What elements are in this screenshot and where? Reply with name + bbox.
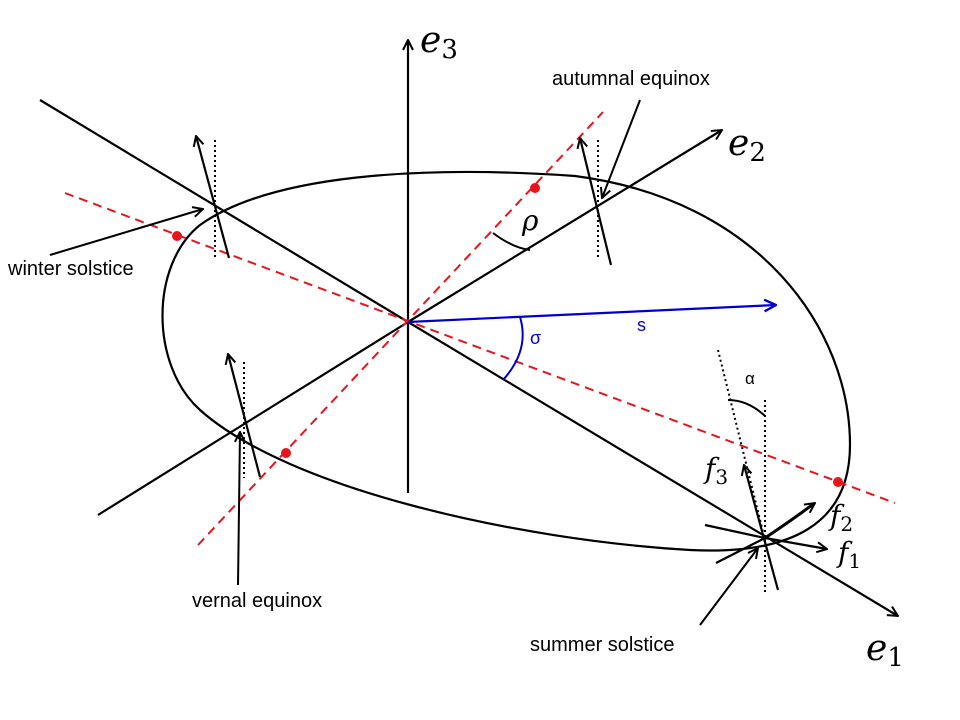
autumnal-equinox-label: autumnal equinox (552, 68, 710, 90)
pointer-summer (699, 548, 758, 626)
f1-label: f1 (836, 536, 861, 573)
winter-point (172, 231, 182, 241)
e2-axis-back (97, 321, 409, 516)
pointer-winter (49, 209, 203, 256)
summer-point (833, 477, 843, 487)
winter-solstice-label: winter solstice (7, 258, 134, 280)
vernal-point (281, 448, 291, 458)
dashed-line-solstice (64, 192, 896, 504)
vernal-equinox-label: vernal equinox (192, 590, 322, 612)
f2-label: f2 (828, 499, 853, 536)
e2-label: e2 (728, 123, 766, 168)
rho-label: ρ (521, 204, 539, 237)
autumnal-equinox-earth (580, 138, 613, 266)
orbit-ellipse (161, 170, 852, 552)
winter-solstice-earth (196, 136, 231, 259)
s-vector (407, 305, 776, 324)
pointer-vernal (238, 432, 240, 586)
perihelion-point (530, 183, 540, 193)
e3-label: e3 (420, 20, 458, 65)
rho-arc (492, 232, 531, 251)
dashed-line-equinox (197, 111, 604, 546)
e1-axis-back (39, 99, 409, 323)
f3-label: f3 (703, 452, 728, 489)
summer-solstice-earth (704, 349, 827, 595)
vernal-equinox-earth (228, 354, 262, 478)
sigma-label: σ (530, 328, 541, 348)
e2-axis (407, 130, 722, 323)
sigma-arc (502, 316, 524, 381)
e1-axis (407, 321, 898, 616)
summer-solstice-label: summer solstice (530, 634, 674, 656)
pointer-autumnal (602, 99, 641, 198)
e1-label: e1 (866, 628, 904, 673)
alpha-arc (727, 399, 766, 417)
alpha-label: α (745, 369, 755, 388)
s-label: s (637, 315, 646, 335)
